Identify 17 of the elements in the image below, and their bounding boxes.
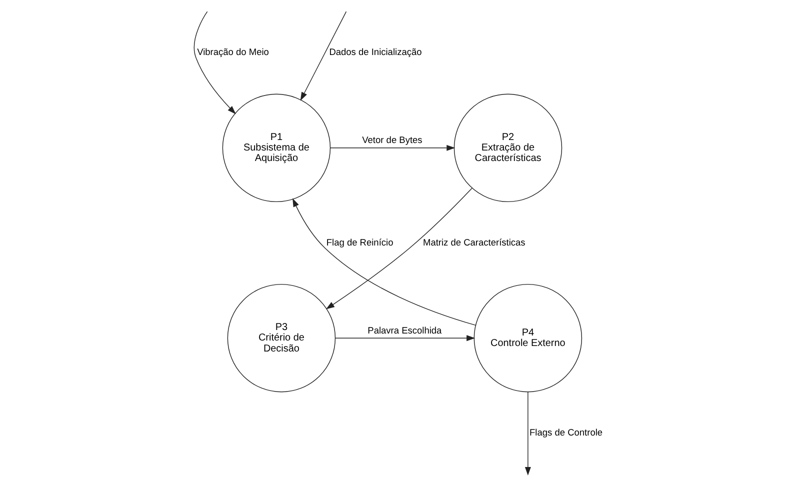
- arrow: [334, 335, 476, 342]
- node-circle: P1 Subsistema de Aquisição: [222, 94, 331, 202]
- arrow: [524, 392, 531, 476]
- arrow: [194, 11, 236, 114]
- node-circle: P4 Controle Externo: [474, 284, 582, 392]
- edge-label: Palavra Escolhida: [368, 325, 442, 336]
- arrow: [292, 198, 476, 326]
- arrow: [326, 188, 472, 310]
- edge-label: Vibração do Meio: [197, 47, 269, 58]
- edge-label: Matriz de Características: [423, 237, 526, 248]
- edge-label: Dados de Inicialização: [329, 47, 422, 58]
- arrow: [300, 11, 347, 101]
- edge-label: Flag de Reinício: [326, 237, 394, 248]
- edge-label: Vetor de Bytes: [362, 135, 422, 146]
- arrow: [330, 144, 456, 151]
- node-circle: P2 Extração de Características: [454, 94, 562, 202]
- edge-label: Flags de Controle: [530, 428, 603, 438]
